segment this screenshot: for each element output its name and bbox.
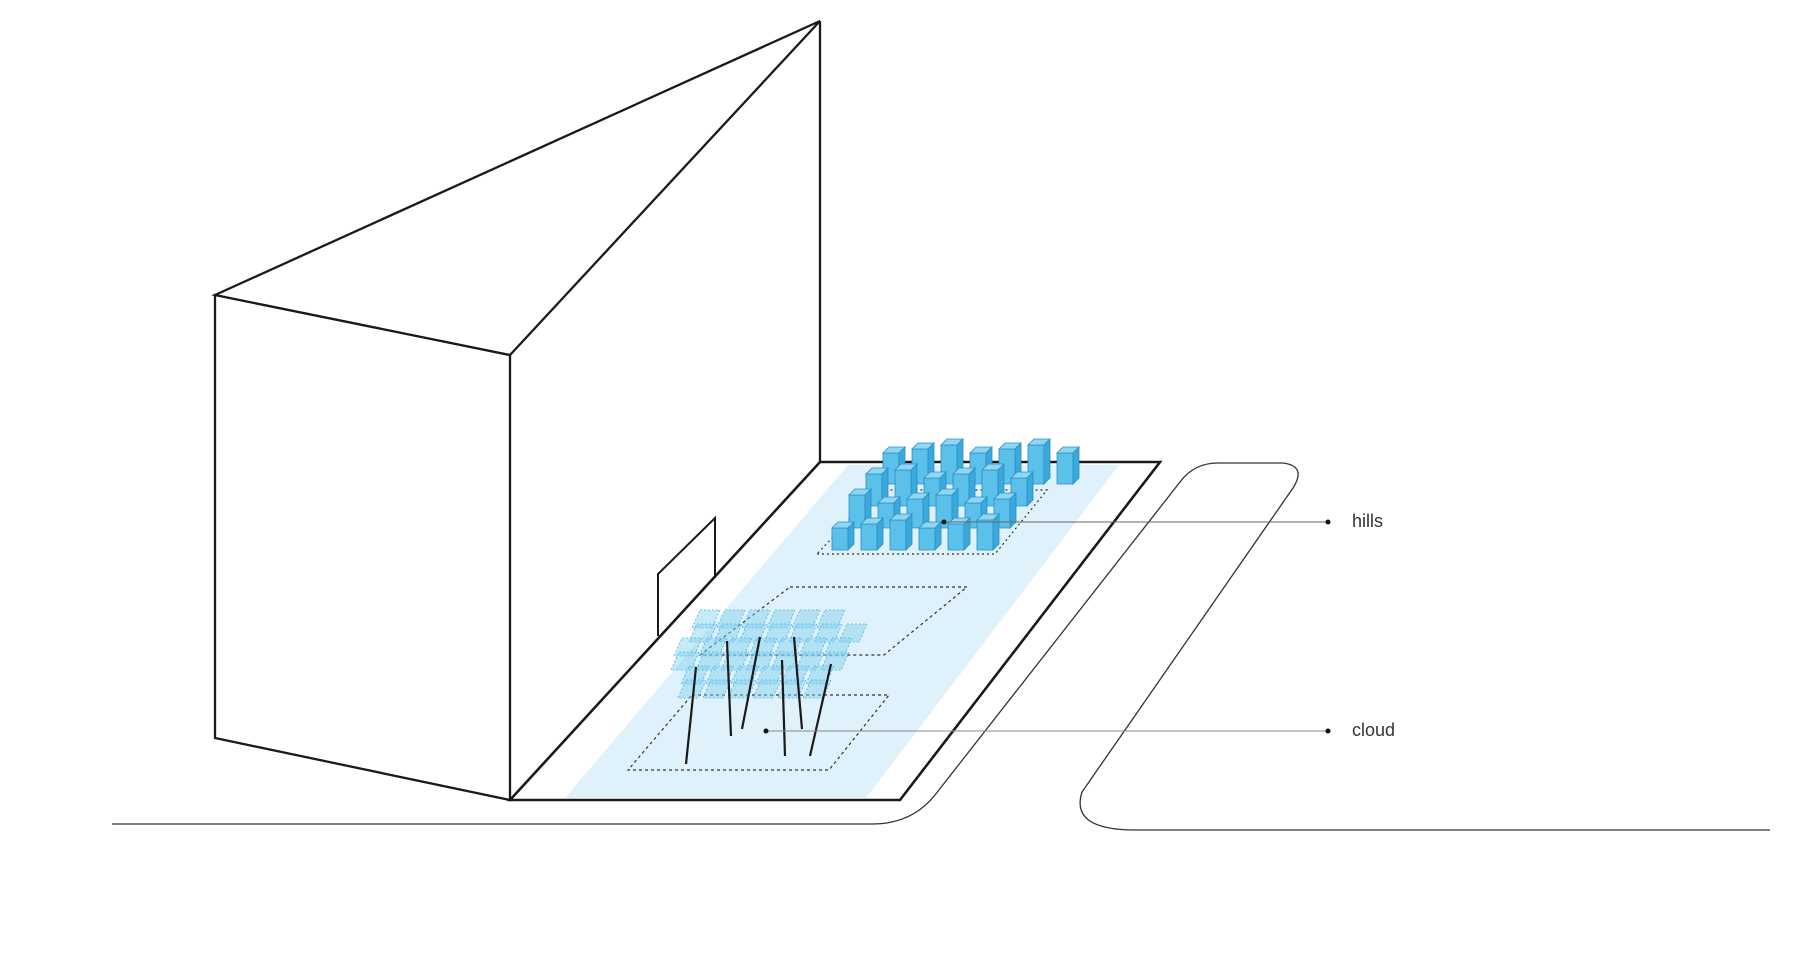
cloud-tile (748, 637, 778, 657)
cloud-rod (808, 663, 833, 757)
hill-block-side (905, 513, 913, 551)
hill-block-side (847, 521, 855, 551)
hills-blocks (831, 438, 1080, 551)
cloud-tile (823, 637, 853, 657)
cloud-tile (677, 679, 707, 699)
hill-block (889, 519, 907, 551)
cloud-tile (770, 651, 800, 671)
hill-block-side (963, 517, 971, 551)
cloud-rod (740, 636, 762, 730)
hill-block-side (876, 517, 884, 551)
hill-block-side (992, 513, 1000, 551)
hills-label: hills (1352, 511, 1384, 531)
hill-block-side (1026, 471, 1034, 507)
cloud-rod (725, 640, 733, 737)
cloud-tile (755, 665, 785, 685)
cloud-tile (673, 637, 703, 657)
cloud-tile (698, 637, 728, 657)
door (657, 515, 716, 636)
cloud-tile (723, 637, 753, 657)
cloud-rod (792, 636, 804, 730)
cloud-leader-dot-start (763, 728, 769, 734)
cloud-tile (691, 609, 721, 629)
cloud-tile (766, 609, 796, 629)
hills-leader-dot-end (1325, 519, 1331, 525)
hill-block-side (1009, 492, 1017, 529)
cloud-rod (780, 659, 787, 757)
cloud-leader-dot-end (1325, 728, 1331, 734)
cloud-tile (670, 651, 700, 671)
house-front-wall (213, 293, 512, 802)
cloud-tile (813, 623, 843, 643)
hills-base-outline (815, 489, 1049, 555)
cloud-tile (702, 679, 732, 699)
blue-strip (565, 465, 1119, 798)
cloud-label: cloud (1352, 720, 1396, 740)
hill-block (1056, 452, 1074, 485)
hill-block-side (1043, 438, 1051, 485)
cloud-tile (763, 623, 793, 643)
hill-block (976, 519, 994, 551)
house-roof-plane (211, 19, 821, 357)
cloud-tile (745, 651, 775, 671)
hill-block (831, 527, 849, 551)
cloud-tile (820, 651, 850, 671)
cloud-tile (816, 609, 846, 629)
cloud-tile (795, 651, 825, 671)
ground-line (112, 462, 1770, 831)
cloud-tile (780, 665, 810, 685)
cloud-rods (684, 636, 833, 765)
cloud-tile (791, 609, 821, 629)
cloud-tile (713, 623, 743, 643)
cloud-upper-outline (698, 586, 969, 656)
cloud-tile (798, 637, 828, 657)
cloud-tile (741, 609, 771, 629)
hill-block (918, 527, 936, 551)
hill-block (947, 523, 965, 551)
hill-block (860, 523, 878, 551)
cloud-tile (788, 623, 818, 643)
cloud-tile (695, 651, 725, 671)
cloud-rod (684, 666, 698, 765)
hill-block-side (934, 521, 942, 551)
cloud-tile (716, 609, 746, 629)
cloud-tile (752, 679, 782, 699)
cloud-tile (838, 623, 868, 643)
cloud-tile (688, 623, 718, 643)
hill-block-side (1072, 446, 1080, 485)
hills-leader-dot-start (941, 519, 947, 525)
